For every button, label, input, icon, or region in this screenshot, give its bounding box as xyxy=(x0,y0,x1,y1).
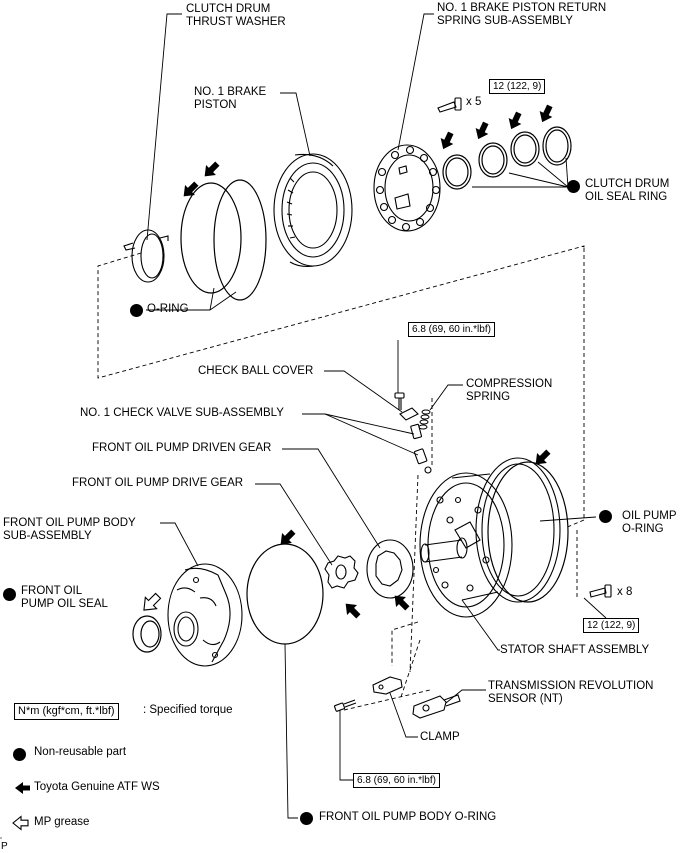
torque-box-bolts-top: 12 (122, 9) xyxy=(489,79,546,94)
bolt-x8 xyxy=(589,584,612,598)
non-reusable-dot-o-ring xyxy=(130,304,143,317)
torque-box-sensor: 6.8 (69, 60 in.*lbf) xyxy=(353,773,440,788)
label-clutch-drum-oil-seal-ring: CLUTCH DRUM OIL SEAL RING xyxy=(585,178,669,204)
legend-torque-format-box: N*m (kgf*cm, ft.*lbf) xyxy=(14,703,119,720)
label-brake-piston: NO. 1 BRAKE PISTON xyxy=(194,86,266,112)
non-reusable-dot-pump-oil-seal xyxy=(3,588,16,601)
label-line: O-RING xyxy=(622,523,664,535)
mp-grease-arrow-icons xyxy=(12,592,162,831)
label-bolt-count-x5: x 5 xyxy=(466,96,482,108)
check-valve xyxy=(410,423,432,474)
label-line: FRONT OIL xyxy=(21,585,83,597)
label-line: PUMP OIL SEAL xyxy=(21,598,108,610)
label-stator-shaft-assembly: STATOR SHAFT ASSEMBLY xyxy=(500,644,650,656)
atf-arrow-icons xyxy=(15,104,553,794)
transmission-revolution-sensor xyxy=(412,694,461,719)
check-ball-cover xyxy=(399,407,419,421)
non-reusable-dot-oil-pump-o-ring xyxy=(599,510,612,523)
label-brake-piston-return-spring: NO. 1 BRAKE PISTON RETURN SPRING SUB-ASS… xyxy=(437,2,606,28)
torque-box-bolts-right: 12 (122, 9) xyxy=(583,618,640,633)
label-o-ring: O-RING xyxy=(147,303,189,315)
label-check-ball-cover: CHECK BALL COVER xyxy=(198,365,314,377)
o-rings xyxy=(180,179,267,301)
legend-atf-text: Toyota Genuine ATF WS xyxy=(34,781,160,793)
stator-shaft-assembly xyxy=(419,457,561,618)
label-line: SENSOR (NT) xyxy=(488,693,563,705)
label-driven-gear: FRONT OIL PUMP DRIVEN GEAR xyxy=(92,442,272,454)
compression-spring xyxy=(418,409,431,430)
non-reusable-dot-seal-ring xyxy=(567,180,580,193)
label-line: THRUST WASHER xyxy=(186,16,286,28)
label-clamp: CLAMP xyxy=(420,731,460,743)
label-drive-gear: FRONT OIL PUMP DRIVE GEAR xyxy=(72,477,244,489)
sensor-bolt xyxy=(334,699,357,712)
label-line: OIL PUMP xyxy=(622,510,677,522)
clutch-drum-oil-seal-rings xyxy=(442,126,572,190)
legend-non-reusable-dot-icon xyxy=(13,748,26,761)
label-clutch-drum-thrust-washer: CLUTCH DRUM THRUST WASHER xyxy=(186,3,286,29)
assembly-axis-lines xyxy=(97,245,585,711)
front-oil-pump-drive-gear xyxy=(324,555,359,589)
front-oil-pump-body-o-ring xyxy=(246,543,324,645)
label-line: SPRING SUB-ASSEMBLY xyxy=(437,15,573,27)
return-spring-sub-assembly xyxy=(373,144,441,232)
legend-mp-grease-text: MP grease xyxy=(34,816,90,828)
bolt-x5 xyxy=(437,97,462,113)
legend-non-reusable-text: Non-reusable part xyxy=(34,746,127,758)
label-line: FRONT OIL PUMP BODY xyxy=(3,517,136,529)
non-reusable-dot-body-o-ring xyxy=(300,812,313,825)
brake-piston xyxy=(273,153,353,268)
clamp xyxy=(372,676,403,695)
front-oil-pump-body xyxy=(167,563,243,667)
label-transmission-revolution-sensor: TRANSMISSION REVOLUTION SENSOR (NT) xyxy=(488,680,654,706)
check-ball-cover-bolt xyxy=(394,392,405,410)
page-id: P xyxy=(1,841,8,852)
label-front-oil-pump-body: FRONT OIL PUMP BODY SUB-ASSEMBLY xyxy=(3,517,136,543)
label-line: NO. 1 BRAKE xyxy=(194,86,267,98)
torque-box-check-ball: 6.8 (69, 60 in.*lbf) xyxy=(408,322,495,337)
label-bolt-count-x8: x 8 xyxy=(617,586,633,598)
label-line: COMPRESSION xyxy=(466,378,553,390)
label-line: OIL SEAL RING xyxy=(585,191,668,203)
label-line: TRANSMISSION REVOLUTION xyxy=(488,680,654,692)
label-line: SPRING xyxy=(466,391,511,403)
label-line: SUB-ASSEMBLY xyxy=(3,530,92,542)
label-line: PISTON xyxy=(194,99,237,111)
label-check-valve: NO. 1 CHECK VALVE SUB-ASSEMBLY xyxy=(80,407,284,419)
front-oil-pump-oil-seal xyxy=(132,615,162,653)
oil-pump-o-ring xyxy=(487,461,569,603)
label-line: NO. 1 BRAKE PISTON RETURN xyxy=(437,2,607,14)
label-oil-pump-o-ring: OIL PUMP O-RING xyxy=(622,510,677,536)
label-line: CLUTCH DRUM xyxy=(585,178,670,190)
label-front-oil-pump-oil-seal: FRONT OIL PUMP OIL SEAL xyxy=(21,585,108,611)
leader-lines xyxy=(146,13,607,819)
front-oil-pump-driven-gear xyxy=(366,539,414,599)
label-front-oil-pump-body-o-ring: FRONT OIL PUMP BODY O-RING xyxy=(319,811,497,823)
legend-torque-description: : Specified torque xyxy=(143,704,233,716)
label-compression-spring: COMPRESSION SPRING xyxy=(466,378,552,404)
label-line: CLUTCH DRUM xyxy=(186,3,271,15)
